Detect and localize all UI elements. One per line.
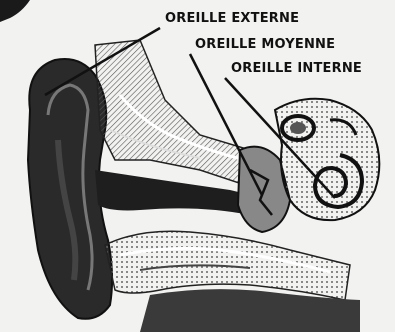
label-outer-ear: OREILLE EXTERNE (165, 12, 299, 25)
inner-ear-labyrinth (275, 99, 379, 220)
label-inner-ear: OREILLE INTERNE (231, 62, 362, 75)
label-middle-ear: OREILLE MOYENNE (195, 38, 335, 51)
corner-shadow (0, 0, 30, 22)
